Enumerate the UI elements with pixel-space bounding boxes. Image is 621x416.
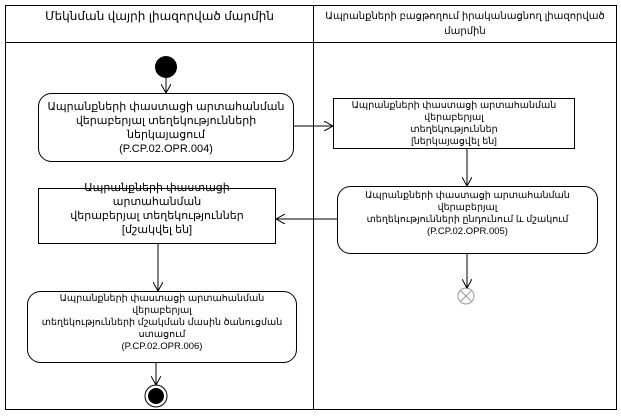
- initial-node: [155, 56, 177, 78]
- node-text: տեղեկությունների ընդունում և մշակում: [366, 214, 569, 225]
- node-code: (P.CP.02.OPR.006): [121, 341, 203, 352]
- node-text: Ապրանքների փաստացի արտահանման: [84, 182, 230, 208]
- action-receive: Ապրանքների փաստացի արտահանման վերաբերյալ…: [338, 187, 597, 241]
- node-text: Ապրանքների փաստացի արտահանման վերաբերյալ: [351, 99, 557, 123]
- node-text: վերաբերյալ տեղեկություններ [մշակվել են]: [70, 210, 244, 236]
- lane-header-right: Ապրանքների բացթողում իրականացնող լիազորվ…: [314, 9, 616, 39]
- node-text: ստացում: [138, 329, 186, 340]
- action-present: Ապրանքների փաստացի արտահանման վերաբերյալ…: [39, 94, 293, 161]
- flow-final-node: [457, 287, 475, 305]
- object-processed-box: [38, 188, 276, 244]
- node-state: [ներկայացվել են]: [411, 135, 497, 147]
- node-text: Ապրանքների փաստացի արտահանման վերաբերյալ: [365, 190, 570, 213]
- node-text: Ապրանքների փաստացի արտահանման վերաբերյալ: [59, 293, 265, 316]
- node-text: տեղեկությունների մշակման մասին ծանուցման: [41, 317, 283, 328]
- node-code: (P.CP.02.OPR.005): [427, 226, 508, 237]
- action-notify: Ապրանքների փաստացի արտահանման վերաբերյալ…: [28, 292, 296, 354]
- node-code: (P.CP.02.OPR.004): [119, 142, 213, 155]
- lane-header-left: Մեկնման վայրի լիազորված մարմին: [6, 9, 313, 24]
- object-presented: Ապրանքների փաստացի արտահանման վերաբերյալ…: [334, 99, 574, 148]
- node-text: տեղեկություններ: [410, 123, 498, 135]
- node-text: Ապրանքների փաստացի արտահանման: [47, 100, 285, 113]
- lane-title: Մեկնման վայրի լիազորված մարմին: [45, 9, 274, 23]
- node-text: վերաբերյալ տեղեկությունների ներկայացում: [75, 114, 257, 141]
- activity-final-node: [144, 384, 168, 408]
- lane-title: Ապրանքների բացթողում իրականացնող լիազորվ…: [325, 11, 605, 37]
- object-processed: Ապրանքների փաստացի արտահանման վերաբերյալ…: [39, 182, 275, 236]
- swimlane-frame: [5, 5, 617, 410]
